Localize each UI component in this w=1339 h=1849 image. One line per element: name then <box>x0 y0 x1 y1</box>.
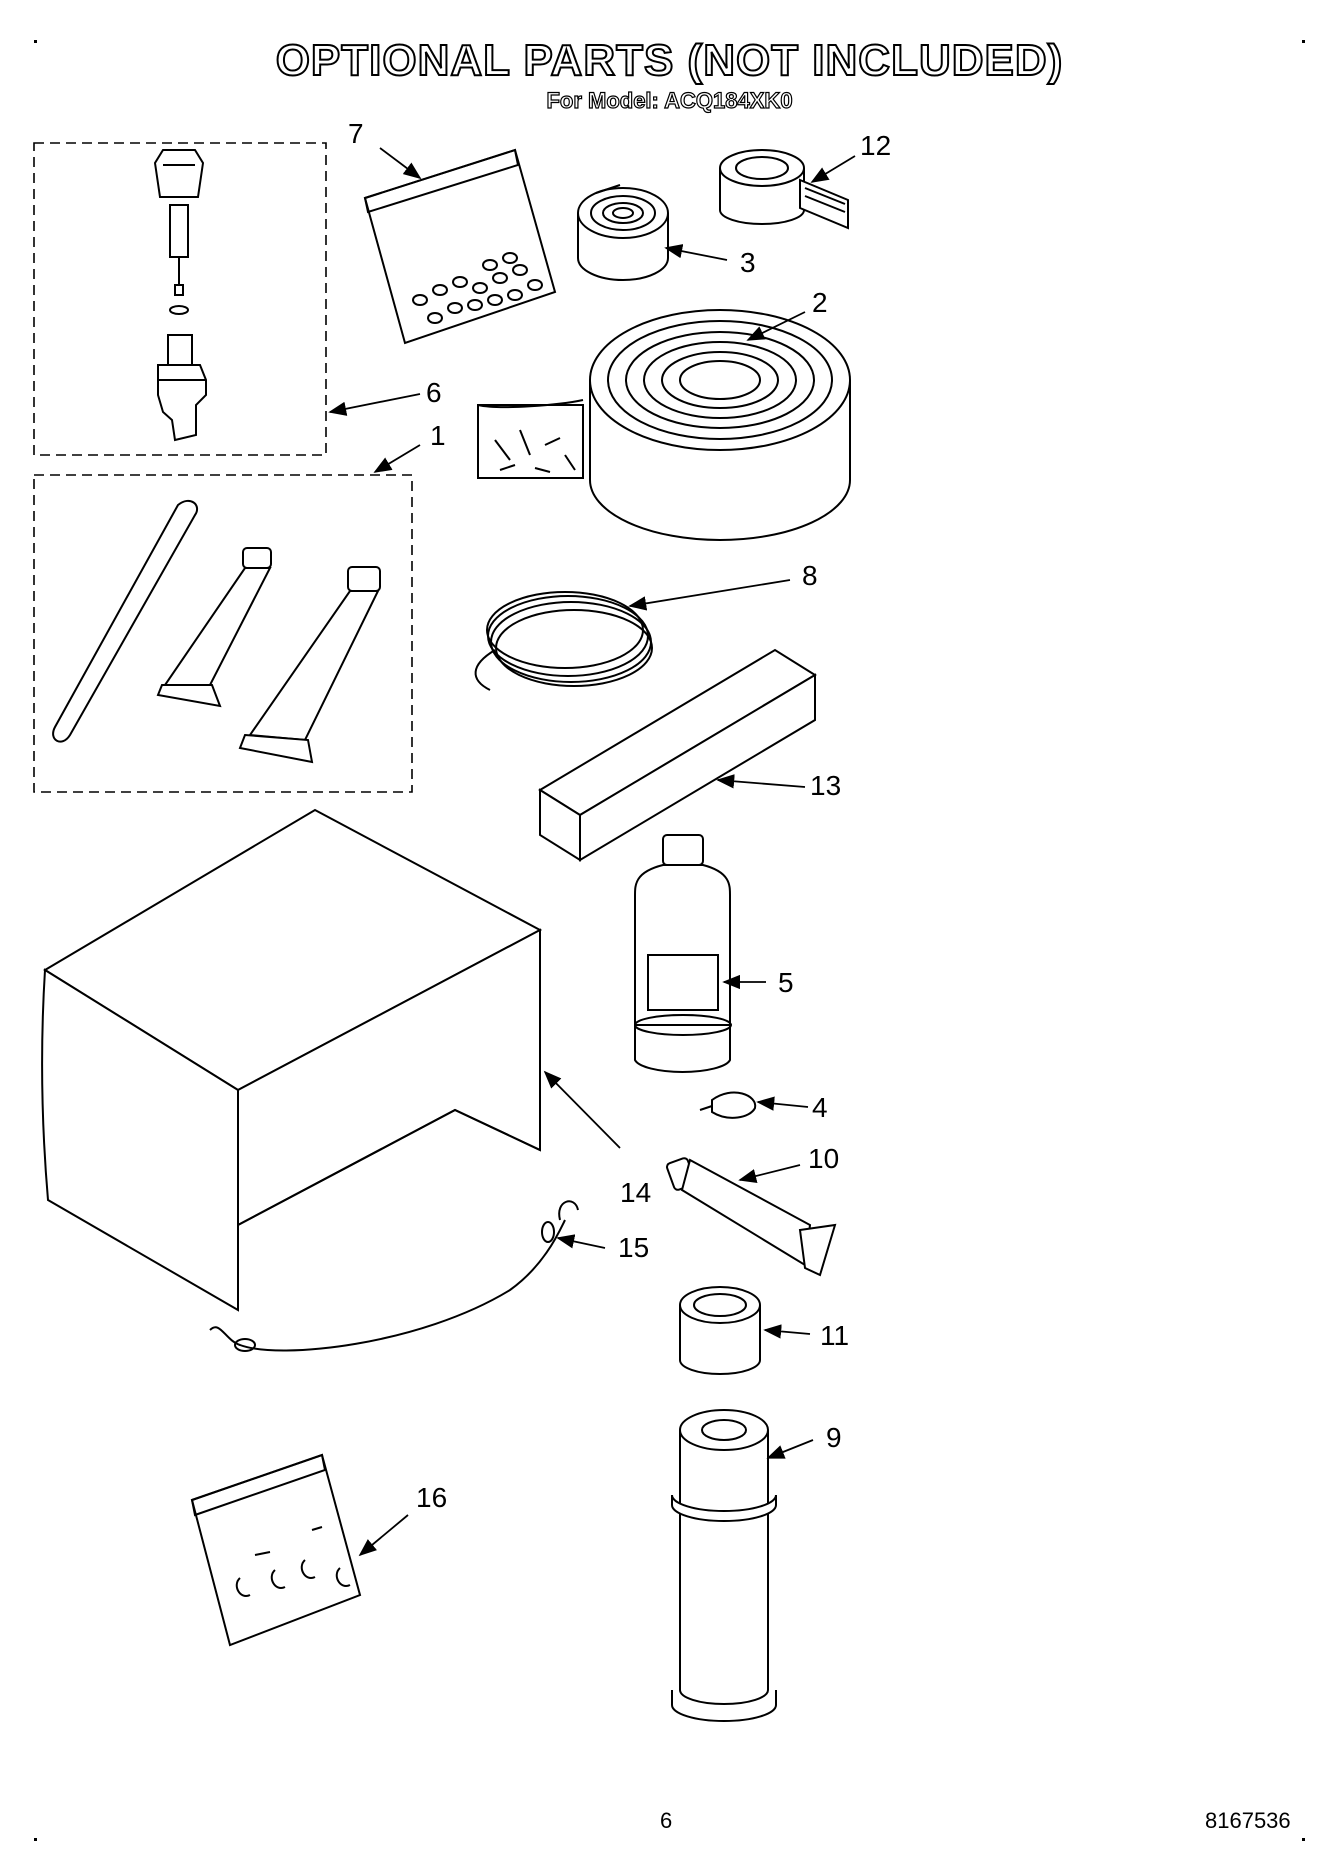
leader-2 <box>746 311 806 341</box>
leader-7 <box>379 147 422 180</box>
part-16-clip-bag <box>190 1453 362 1647</box>
callout-10: 10 <box>808 1143 839 1174</box>
corner-marks <box>34 40 1305 1841</box>
callout-3: 3 <box>740 247 756 278</box>
leader-16 <box>358 1514 409 1557</box>
leader-10 <box>738 1164 801 1184</box>
callout-8: 8 <box>802 560 818 591</box>
callout-16: 16 <box>416 1482 447 1513</box>
document-number: 8167536 <box>1205 1808 1291 1833</box>
leader-6 <box>328 393 421 416</box>
callout-6: 6 <box>426 377 442 408</box>
part-11-tape-roll <box>679 1286 761 1375</box>
leader-3 <box>664 244 728 261</box>
leader-8 <box>628 579 791 611</box>
leader-lines <box>328 147 856 1557</box>
leader-14 <box>543 1070 621 1149</box>
part-2-insulation-roll <box>477 309 851 541</box>
leader-13 <box>716 774 806 789</box>
part-6-valve-fitting <box>33 142 327 456</box>
leader-9 <box>766 1439 814 1459</box>
callout-7: 7 <box>348 118 364 149</box>
callout-12: 12 <box>860 130 891 161</box>
part-12-foam-tape <box>719 149 849 230</box>
callout-9: 9 <box>826 1422 842 1453</box>
callout-5: 5 <box>778 967 794 998</box>
leader-15 <box>556 1234 606 1249</box>
leader-12 <box>810 155 856 183</box>
part-14-cover <box>41 808 543 1312</box>
callout-14: 14 <box>620 1177 651 1208</box>
page-title: OPTIONAL PARTS (NOT INCLUDED) <box>275 35 1064 86</box>
leader-4 <box>756 1096 809 1111</box>
model-subtitle: For Model: ACQ184XK0 <box>546 87 793 113</box>
callout-2: 2 <box>812 287 828 318</box>
part-3-tape-roll <box>577 184 669 281</box>
part-1-sealant-kit <box>33 474 413 793</box>
part-10-tube <box>666 1157 837 1277</box>
part-9-spray-can <box>671 1409 777 1722</box>
callout-13: 13 <box>810 770 841 801</box>
part-4-capsule <box>699 1091 757 1119</box>
leader-1 <box>373 444 421 473</box>
part-15-tie-cord <box>209 1200 579 1352</box>
page-number: 6 <box>660 1808 673 1833</box>
callout-1: 1 <box>430 420 446 451</box>
part-7-screw-bag <box>363 148 557 345</box>
part-8-wire-coil <box>474 591 653 691</box>
callout-15: 15 <box>618 1232 649 1263</box>
part-5-bottle <box>634 834 732 1073</box>
callout-4: 4 <box>812 1092 828 1123</box>
callout-11: 11 <box>820 1320 849 1351</box>
leader-11 <box>763 1324 811 1339</box>
part-13-foam-strip <box>538 648 817 862</box>
